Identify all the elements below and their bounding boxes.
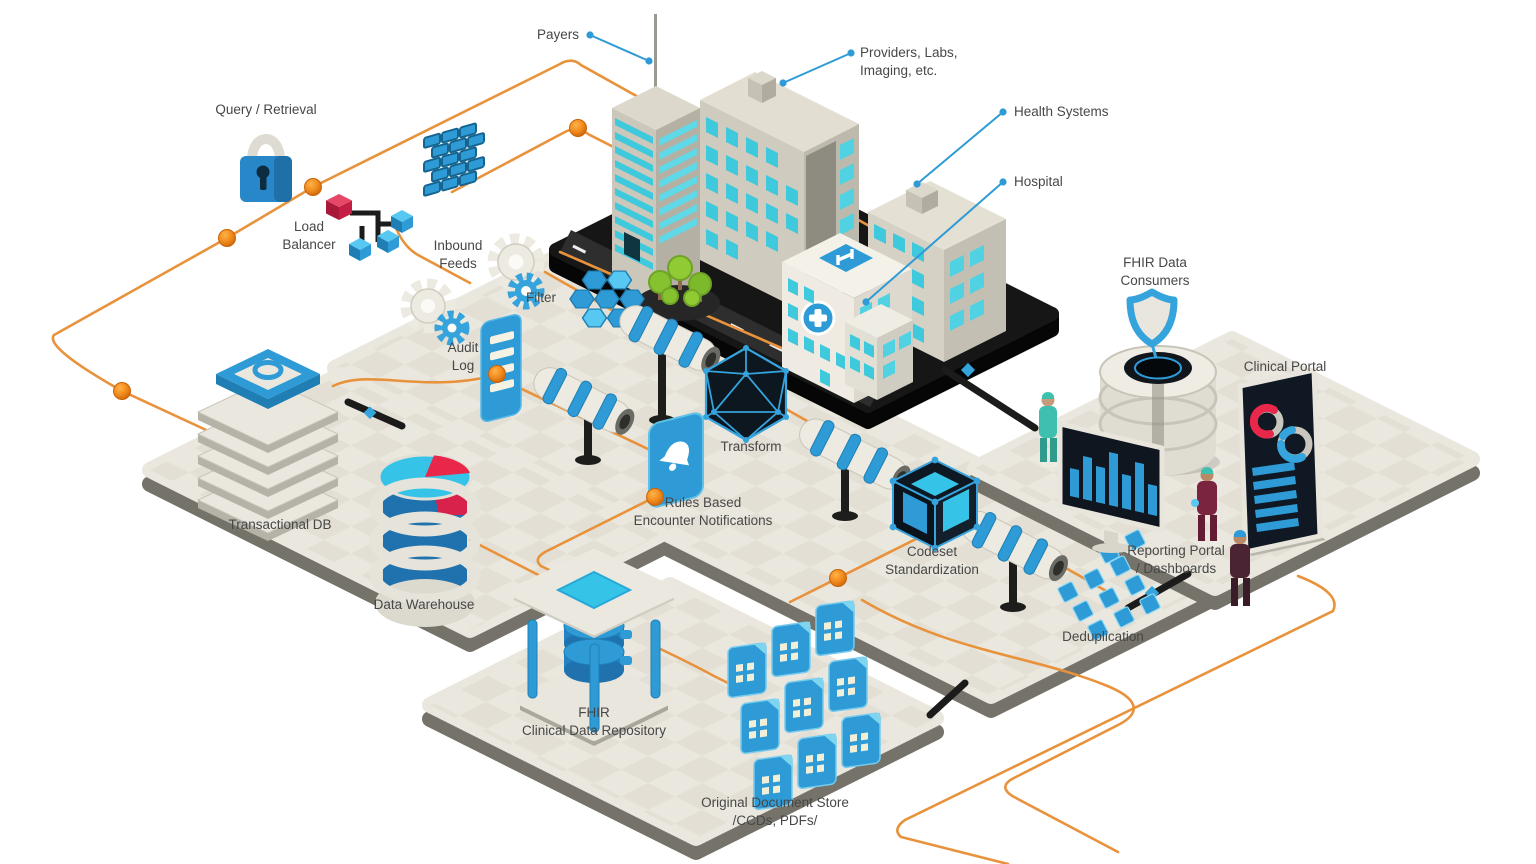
codeset-label: Codeset Standardization [885,544,979,577]
document-card [828,656,868,713]
trees [636,255,720,321]
reporting-portal-label: Reporting Portal / Dashboards [1127,543,1225,576]
helipad-icon [819,244,873,272]
callout-dots [586,31,1007,306]
deduplication-icon [1057,529,1161,641]
blue-cubes [349,210,413,261]
data-warehouse-icon [369,453,481,627]
providers-roof-box [748,71,776,103]
red-donut-chart [1249,403,1284,439]
transactional-db-icon [196,349,340,541]
document-card [753,754,793,811]
inbound-feeds-label: Inbound Feeds [433,238,483,271]
document-card [771,621,811,678]
document-card [784,677,824,734]
document-store-icon [727,600,881,811]
load-balancer-label: Load Balancer [282,219,336,252]
red-cube [326,194,352,220]
flow-bottom-loop-line [860,598,1135,854]
firewall-icon [423,122,485,197]
hospital-label: Hospital [1014,174,1063,190]
padlock-icon [240,134,292,202]
doctor-figure [1191,467,1219,546]
transactional-db-label: Transactional DB [228,517,332,533]
document-card [841,712,881,769]
health-systems-roof-box [906,182,938,214]
load-balancer-icon [326,194,413,261]
codeset-cube-icon [889,456,981,552]
monitor-bars [1070,452,1157,516]
callout-lines [589,34,1004,303]
bell-icon [659,441,690,471]
audit-log-label: Audit Log [447,340,479,373]
deduplication-label: Deduplication [1062,629,1144,645]
blue-donut-chart [1277,426,1313,463]
data-warehouse-label: Data Warehouse [373,597,475,613]
antenna-icon [654,14,657,90]
city-buildings [612,14,1006,403]
payers-building [612,14,700,302]
flow-nodes [113,119,847,587]
rules-based-label: Rules Based Encounter Notifications [633,495,773,528]
document-card [815,600,855,657]
medical-cross-icon [800,300,836,336]
document-store-label: Original Document Store /CCDs, PDFs/ [701,795,849,828]
transform-label: Transform [720,439,782,455]
providers-label: Providers, Labs, Imaging, etc. [860,45,958,78]
fhir-repository-label: FHIR Clinical Data Repository [521,705,667,738]
clinical-portal-tablet-icon [1237,367,1326,556]
rules-notifications-icon [648,412,704,508]
flow-query-retrieval-line [51,59,882,450]
fhir-repository-icon [509,549,679,746]
reporting-monitor-icon [1057,421,1165,553]
health-systems-label: Health Systems [1014,104,1109,120]
pipe-segment [619,305,721,373]
flow-right-loop-line [896,574,1336,864]
inbound-feeds-gears-icon [400,233,545,346]
hospital-annex [845,304,913,400]
fhir-consumers-label: FHIR Data Consumers [1120,255,1190,288]
people [1039,392,1250,606]
flow-loadbalancer-feeds-line [394,226,472,285]
pipe-segment [533,367,635,435]
transform-icon [703,345,789,443]
flow-db-audit-line [331,373,499,388]
hospital-building [782,233,913,403]
document-card [727,642,767,699]
document-card [740,698,780,755]
tablet-list-bars [1252,462,1299,532]
payers-label: Payers [536,27,580,43]
clinician-figure [1230,530,1250,606]
nurse-figure [1039,392,1058,467]
document-card [797,733,837,790]
clinical-portal-label: Clinical Portal [1243,359,1327,375]
shield-icon [1126,288,1178,348]
query-retrieval-label: Query / Retrieval [215,102,317,118]
filter-label: Filter [526,290,556,306]
db-top-cap [216,349,320,409]
